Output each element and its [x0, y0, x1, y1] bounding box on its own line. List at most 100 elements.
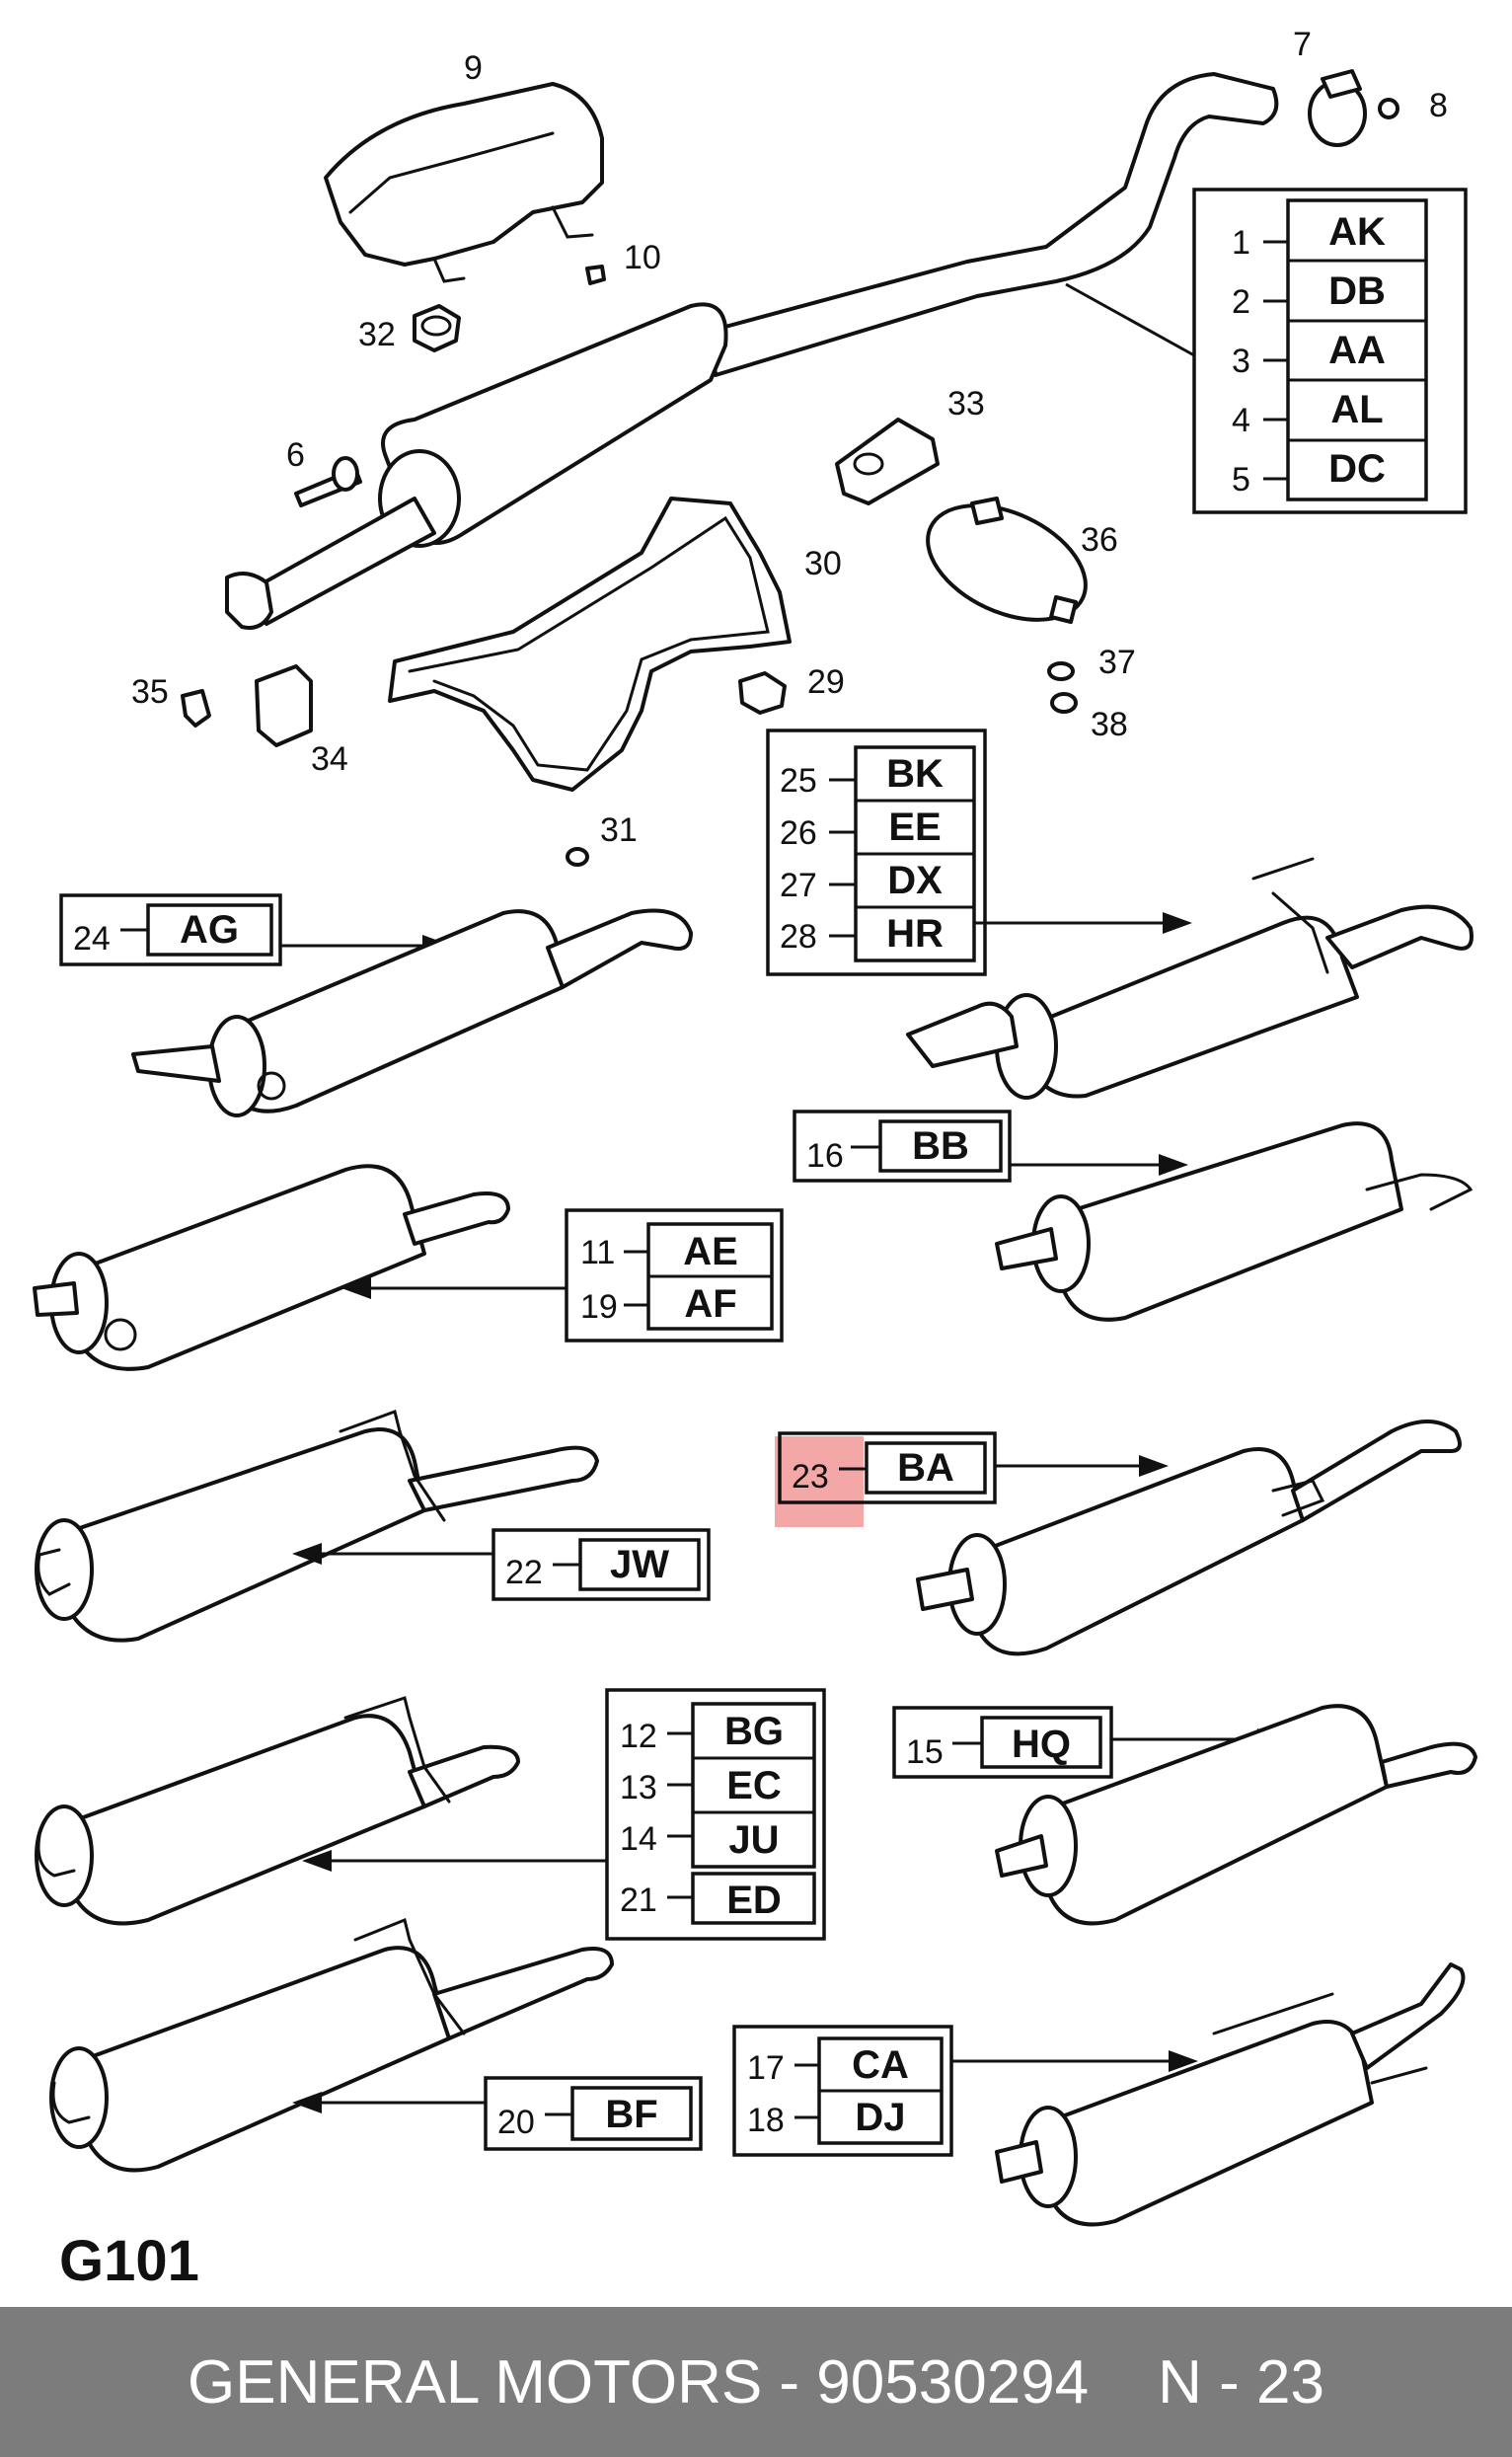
nut-part-38 — [1050, 692, 1078, 714]
item-number: 11 — [580, 1234, 615, 1271]
callout-38: 38 — [1091, 706, 1128, 743]
rear-muffler-17-18 — [995, 1962, 1466, 2227]
footer-bar: GENERAL MOTORS - 90530294 N - 23 — [0, 2307, 1512, 2457]
strap-part-36 — [926, 497, 1088, 624]
callout-7: 7 — [1293, 26, 1312, 63]
rubber-mount-part-33 — [835, 418, 940, 505]
item-number: 14 — [620, 1820, 657, 1858]
part-code: AE — [683, 1230, 738, 1273]
front-pipe-and-middle-muffler — [225, 72, 1279, 630]
callout-35: 35 — [131, 673, 169, 711]
nut-part-32 — [413, 304, 461, 352]
bracket-part-34 — [255, 664, 313, 747]
item-number: 4 — [1232, 402, 1250, 439]
callout-32: 32 — [358, 316, 396, 353]
item-number: 24 — [73, 920, 111, 958]
part-codes-box-12-21: 12 13 14 21 BG EC JU ED — [302, 1688, 826, 1941]
item-number: 15 — [906, 1733, 944, 1771]
callout-10: 10 — [624, 239, 661, 276]
item-number: 16 — [806, 1137, 844, 1175]
part-codes-box-11-19: 11 19 AE AF — [341, 1208, 784, 1343]
item-number: 26 — [780, 814, 817, 852]
part-codes-box-24: 24 AG — [59, 893, 452, 966]
part-code: CA — [852, 2043, 909, 2087]
nut-part-10 — [585, 265, 606, 285]
callout-37: 37 — [1098, 644, 1136, 681]
nut-part-29 — [738, 671, 787, 715]
washer-part-37 — [1047, 661, 1075, 681]
rear-muffler-25-28 — [906, 857, 1474, 1100]
callout-33: 33 — [947, 385, 985, 422]
part-codes-box-25-28: 25 26 27 28 BK EE DX HR — [766, 729, 1192, 976]
footer-brand-part-number: GENERAL MOTORS - 90530294 — [187, 2347, 1090, 2417]
part-code: BG — [724, 1710, 784, 1753]
nut-part-31 — [566, 847, 589, 867]
callout-29: 29 — [807, 663, 845, 701]
part-code: BB — [912, 1124, 969, 1168]
item-number: 21 — [620, 1881, 657, 1919]
part-codes-box-20: 20 BF — [292, 2076, 703, 2151]
part-code: ED — [726, 1879, 782, 1922]
item-number: 27 — [780, 867, 817, 904]
rear-muffler-22 — [35, 1410, 599, 1643]
clip-part-35 — [181, 689, 211, 728]
item-number: 23 — [792, 1458, 829, 1496]
item-number: 28 — [780, 918, 817, 956]
item-number: 20 — [497, 2104, 535, 2141]
part-code: DC — [1328, 447, 1386, 491]
part-code: BF — [605, 2093, 657, 2136]
part-code: DX — [887, 859, 943, 902]
rear-muffler-23 — [916, 1420, 1462, 1656]
rear-muffler-16 — [995, 1121, 1474, 1322]
part-code: AG — [180, 908, 239, 952]
gasket-plate-part-30 — [388, 497, 792, 792]
part-code: AK — [1328, 210, 1386, 254]
rear-muffler-20 — [49, 1917, 614, 2173]
part-codes-box-16: 16 BB — [793, 1110, 1188, 1183]
diagram-id: G101 — [59, 2229, 199, 2293]
item-number: 13 — [620, 1769, 657, 1806]
item-number: 22 — [505, 1554, 543, 1591]
callout-36: 36 — [1081, 521, 1118, 559]
rear-muffler-11-19 — [33, 1164, 510, 1371]
item-number: 19 — [580, 1288, 618, 1326]
part-code: HQ — [1012, 1723, 1071, 1766]
part-code: HR — [886, 912, 944, 956]
nut-part-8 — [1378, 98, 1399, 119]
part-code: AF — [684, 1282, 736, 1326]
callout-8: 8 — [1429, 87, 1448, 124]
rear-muffler-24 — [131, 908, 693, 1117]
part-code: JU — [728, 1818, 779, 1862]
rear-muffler-15 — [995, 1704, 1477, 1926]
part-code: AA — [1328, 329, 1386, 372]
part-codes-box-17-18: 17 18 CA DJ — [732, 2025, 1198, 2157]
callout-6: 6 — [286, 436, 305, 474]
heat-shield-part-9 — [324, 82, 604, 283]
part-codes-box-15: 15 HQ — [892, 1706, 1287, 1779]
item-number: 12 — [620, 1718, 657, 1755]
rear-muffler-12-21 — [35, 1696, 520, 1926]
callout-9: 9 — [464, 49, 483, 87]
part-codes-box-22: 22 JW — [292, 1528, 711, 1601]
item-number: 5 — [1232, 461, 1250, 499]
item-number: 18 — [747, 2102, 785, 2139]
callout-31: 31 — [600, 811, 638, 849]
item-number: 17 — [747, 2049, 785, 2087]
footer-page: N - 23 — [1158, 2347, 1324, 2417]
part-code: JW — [610, 1543, 669, 1586]
highlight-marker — [775, 1436, 864, 1527]
item-number: 1 — [1232, 224, 1250, 262]
item-number: 2 — [1232, 283, 1250, 321]
part-code: AL — [1330, 388, 1383, 431]
callout-30: 30 — [804, 545, 842, 582]
part-code: DB — [1328, 269, 1386, 313]
part-code: EE — [888, 806, 941, 849]
clamp-part-7 — [1308, 69, 1367, 147]
part-code: DJ — [855, 2096, 905, 2139]
item-number: 3 — [1232, 343, 1250, 380]
part-code: BA — [897, 1446, 954, 1490]
callout-34: 34 — [311, 740, 348, 778]
part-codes-box-23: 23 BA — [775, 1431, 1169, 1527]
bolt-part-6 — [294, 456, 362, 507]
